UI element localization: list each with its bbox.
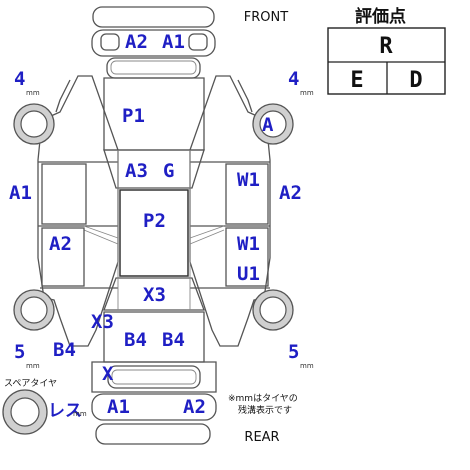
code-hood: P1 xyxy=(122,105,145,127)
code-rear-panel: X xyxy=(102,363,114,385)
code-front-right-wheel: A xyxy=(262,114,274,136)
unit-rear-right: mm xyxy=(300,362,314,370)
grade-exterior: D xyxy=(409,68,422,93)
tread-front-left: 4 xyxy=(14,68,25,90)
tread-note-line-2: 残溝表示です xyxy=(238,404,292,416)
wheel-front-right xyxy=(252,103,294,145)
grade-interior: E xyxy=(350,68,363,93)
unit-front-right: mm xyxy=(300,89,314,97)
tread-spare: レス xyxy=(48,401,82,421)
code-rear-window: X3 xyxy=(143,284,166,306)
right-panels xyxy=(225,163,269,287)
wheel-spare xyxy=(2,389,48,435)
spare-tire-label: スペアタイヤ xyxy=(4,378,57,389)
code-front-right-door-window: W1 xyxy=(237,169,260,191)
unit-spare: mm xyxy=(73,410,87,418)
code-front-left-fender: A1 xyxy=(9,182,32,204)
code-rear-bumper-right: A2 xyxy=(183,396,206,418)
code-rear-left-quarter: X3 xyxy=(91,311,114,333)
code-windshield-right: G xyxy=(163,160,174,182)
code-rear-right-door: U1 xyxy=(237,263,260,285)
tread-rear-left: 5 xyxy=(14,341,25,363)
unit-rear-left: mm xyxy=(26,362,40,370)
code-rear-left-panel: B4 xyxy=(53,339,76,361)
wheel-rear-left xyxy=(13,289,55,331)
tread-note-line-1: ※mmはタイヤの xyxy=(228,393,298,404)
front-bumper xyxy=(91,6,216,79)
left-panels xyxy=(41,163,87,287)
code-roof: P2 xyxy=(143,210,166,232)
tread-front-right: 4 xyxy=(288,68,299,90)
code-trunk-left: B4 xyxy=(124,329,147,351)
code-front-right-fender: A2 xyxy=(279,182,302,204)
code-rear-right-door-window: W1 xyxy=(237,233,260,255)
code-front-bumper-left: A2 xyxy=(125,31,148,53)
wheel-rear-right xyxy=(252,289,294,331)
rear-bumper xyxy=(91,361,217,445)
code-windshield-left: A3 xyxy=(125,160,148,182)
grade-overall: R xyxy=(379,34,393,59)
wheel-front-left xyxy=(13,103,55,145)
code-trunk-right: B4 xyxy=(162,329,185,351)
grade-box: 評価点 R E D xyxy=(327,6,446,95)
code-rear-bumper-left: A1 xyxy=(107,396,130,418)
unit-front-left: mm xyxy=(26,89,40,97)
rear-label: REAR xyxy=(244,430,279,445)
code-rear-left-door: A2 xyxy=(49,233,72,255)
tread-rear-right: 5 xyxy=(288,341,299,363)
code-front-bumper-right: A1 xyxy=(162,31,185,53)
grade-title: 評価点 xyxy=(355,6,406,27)
front-label: FRONT xyxy=(244,10,288,25)
